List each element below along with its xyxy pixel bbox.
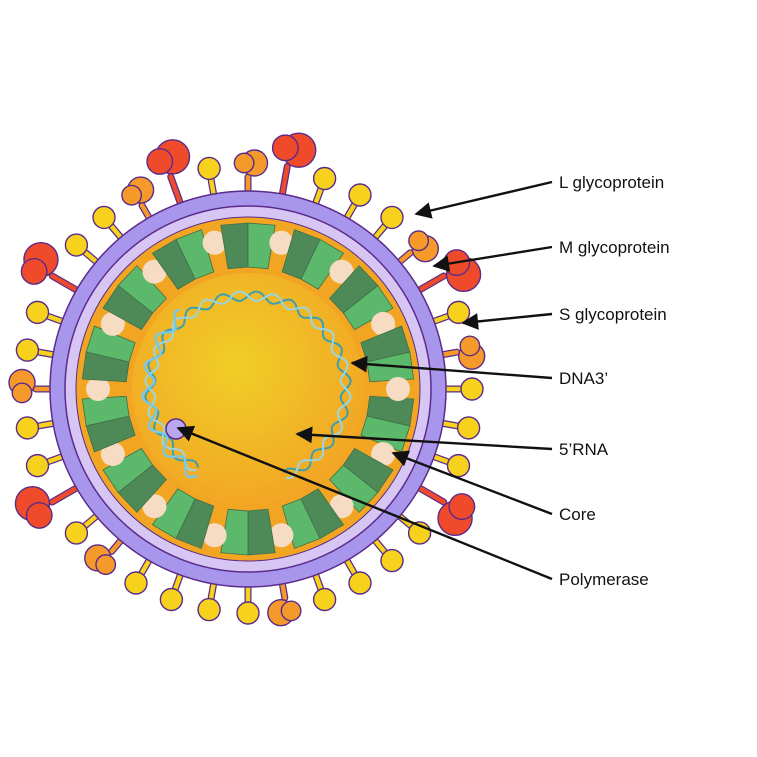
label-m-glycoprotein: M glycoprotein — [559, 238, 670, 257]
capsomer — [81, 311, 136, 383]
dna-strand-complement — [144, 290, 352, 480]
viral-genome — [141, 290, 352, 480]
capsomer — [102, 259, 167, 331]
labels: L glycoprotein M glycoprotein S glycopro… — [559, 173, 670, 589]
capsomer — [142, 488, 215, 549]
l-glycoprotein-spike — [14, 480, 87, 529]
annotation-arrows — [176, 180, 553, 581]
capsid-capsomers — [81, 222, 415, 556]
label-rna: 5’RNA — [559, 440, 609, 459]
label-s-glycoprotein: S glycoprotein — [559, 305, 667, 324]
label-core: Core — [559, 505, 596, 524]
glycoprotein-spikes — [8, 132, 486, 627]
arrow-rna — [295, 426, 553, 451]
capsomer — [151, 229, 227, 290]
arrow-dna — [350, 355, 553, 380]
arrow-l-glycoprotein — [414, 180, 553, 219]
capsomer — [329, 265, 396, 336]
capsomer — [329, 447, 394, 519]
arrow-s-glycoprotein — [461, 312, 553, 330]
m-glycoprotein-spike — [84, 531, 130, 576]
s-glycoprotein-spike — [124, 550, 157, 595]
arrow-core — [391, 450, 553, 516]
arrow-polymerase — [176, 425, 553, 581]
label-l-glycoprotein: L glycoprotein — [559, 173, 664, 192]
arrow-m-glycoprotein — [432, 245, 553, 272]
core-inner — [132, 273, 364, 505]
capsomer — [220, 222, 294, 270]
l-glycoprotein-spike — [271, 132, 317, 206]
label-polymerase: Polymerase — [559, 570, 649, 589]
capsomer — [100, 442, 167, 513]
capsomer — [360, 325, 415, 401]
capsomer — [202, 508, 276, 556]
capsomer — [281, 229, 354, 290]
capsomer — [269, 488, 345, 549]
label-dna: DNA3’ — [559, 369, 608, 388]
rna-strand — [141, 308, 198, 479]
l-glycoprotein-spike — [409, 480, 476, 537]
capsomer — [81, 377, 136, 453]
l-glycoprotein-spike — [146, 139, 191, 214]
virion — [8, 132, 486, 627]
s-glycoprotein-spike — [92, 205, 130, 247]
